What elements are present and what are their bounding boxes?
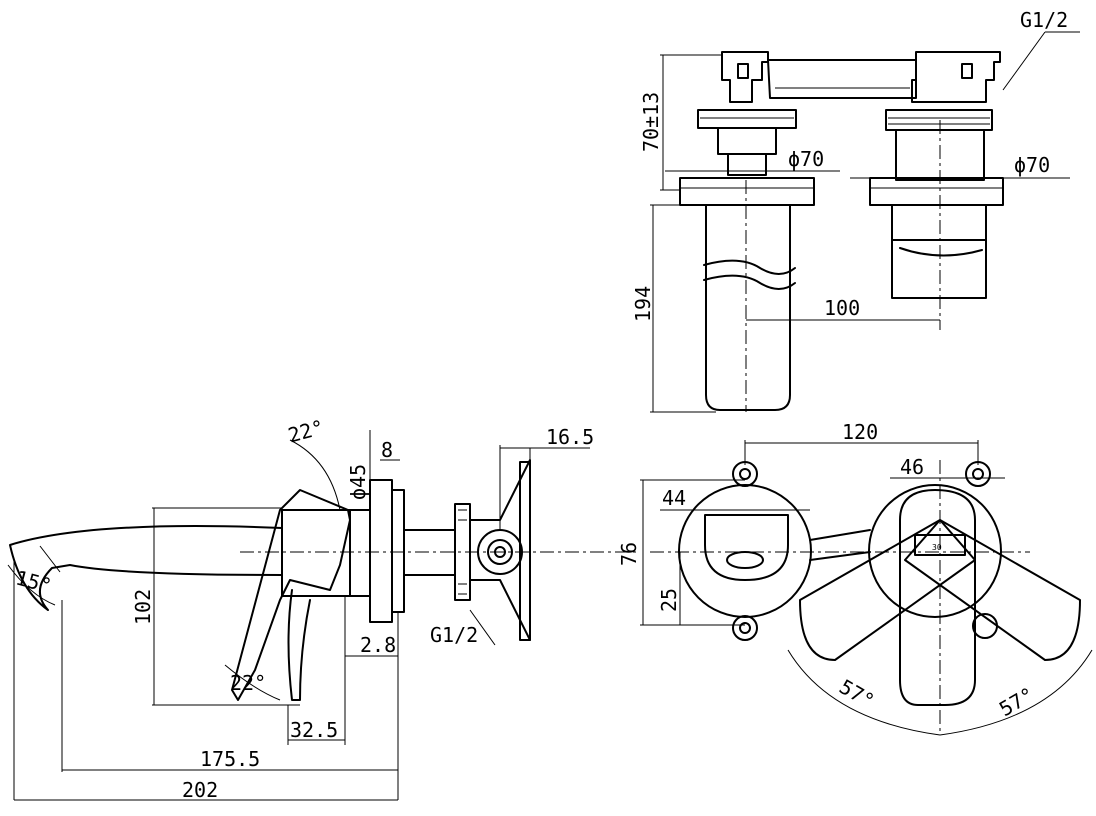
dim-202: 202 (182, 778, 218, 802)
top-view (650, 31, 1080, 413)
dim-angle-57-left: 57° (835, 674, 878, 713)
dim-dia-70-left: ϕ70 (788, 147, 824, 171)
dim-angle-22-bottom: 22° (230, 671, 266, 695)
dim-120: 120 (842, 420, 878, 444)
front-view: 30 (640, 440, 1093, 736)
dim-angle-57-right: 57° (995, 682, 1038, 721)
dim-thread-top: G1/2 (1020, 8, 1068, 32)
dim-175-5: 175.5 (200, 747, 260, 771)
side-view (7, 430, 640, 801)
dim-dia-45: ϕ45 (346, 464, 370, 500)
dim-dia-70-right: ϕ70 (1014, 153, 1050, 177)
dim-194: 194 (631, 286, 655, 322)
dim-44: 44 (662, 486, 686, 510)
dim-70-13: 70±13 (639, 92, 663, 152)
dim-angle-22-top: 22° (285, 415, 326, 448)
dim-46: 46 (900, 455, 924, 479)
dim-2-8: 2.8 (360, 633, 396, 657)
dim-8: 8 (381, 438, 393, 462)
dim-100: 100 (824, 296, 860, 320)
dim-angle-15: 15° (13, 566, 54, 599)
dim-25: 25 (657, 588, 681, 612)
center-mark-text: 30 (932, 543, 942, 552)
dim-76: 76 (617, 542, 641, 566)
dim-32-5: 32.5 (290, 718, 338, 742)
dim-16-5: 16.5 (546, 425, 594, 449)
dim-102: 102 (131, 589, 155, 625)
dim-thread-bottom: G1/2 (430, 623, 478, 647)
